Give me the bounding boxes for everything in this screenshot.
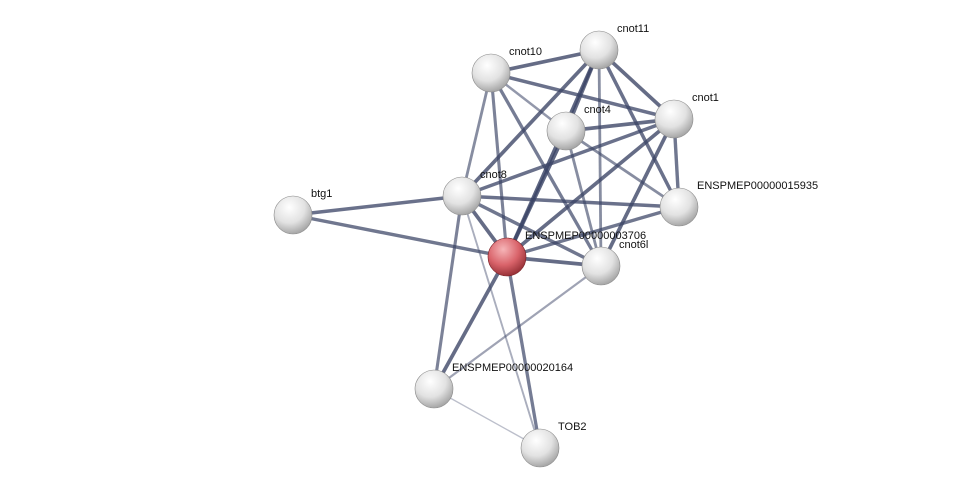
node-label: cnot6l (619, 239, 648, 251)
edge-cnot8-cnot6l[interactable] (461, 194, 602, 268)
node-sphere[interactable] (487, 237, 527, 277)
node-label: btg1 (311, 188, 332, 200)
node-label: ENSPMEP00000015935 (697, 180, 818, 192)
node-label: cnot1 (692, 92, 719, 104)
edge-e3706-tob2[interactable] (505, 256, 542, 449)
edge-cnot1-cnot6l[interactable] (599, 118, 676, 267)
edge-cnot11-cnot8[interactable] (460, 48, 601, 198)
node-label: cnot8 (480, 169, 507, 181)
node-cnot11[interactable]: cnot11 (579, 23, 649, 70)
node-sphere[interactable] (273, 195, 313, 235)
node-cnot10[interactable]: cnot10 (471, 46, 542, 93)
node-tob2[interactable]: TOB2 (520, 421, 587, 468)
edge-cnot8-e15935[interactable] (461, 194, 680, 209)
node-label: ENSPMEP00000003706 (525, 230, 646, 242)
node-cnot8[interactable]: cnot8 (442, 169, 507, 216)
node-e3706[interactable]: ENSPMEP00000003706 (487, 230, 646, 277)
node-label: cnot11 (617, 23, 649, 35)
edge-cnot8-e20164[interactable] (432, 195, 464, 390)
edge-e3706-e15935[interactable] (506, 205, 680, 259)
node-cnot1[interactable]: cnot1 (654, 92, 719, 139)
node-label: cnot4 (584, 104, 611, 116)
edge-cnot10-e3706[interactable] (489, 72, 509, 258)
edge-cnot6l-e20164[interactable] (433, 265, 602, 390)
node-btg1[interactable]: btg1 (273, 188, 332, 235)
edge-cnot8-tob2[interactable] (461, 195, 541, 449)
node-e20164[interactable]: ENSPMEP00000020164 (414, 362, 573, 409)
node-sphere[interactable] (414, 369, 454, 409)
edge-cnot10-cnot1[interactable] (490, 71, 675, 121)
node-sphere[interactable] (581, 246, 621, 286)
node-sphere[interactable] (546, 111, 586, 151)
edge-cnot1-cnot8[interactable] (461, 117, 675, 198)
edge-e20164-tob2[interactable] (433, 388, 541, 449)
node-sphere[interactable] (659, 187, 699, 227)
node-e15935[interactable]: ENSPMEP00000015935 (659, 180, 818, 227)
edge-e3706-e20164[interactable] (432, 256, 509, 390)
node-sphere[interactable] (520, 428, 560, 468)
edge-cnot4-e15935[interactable] (565, 129, 680, 209)
node-cnot4[interactable]: cnot4 (546, 104, 611, 151)
edge-cnot11-e15935[interactable] (597, 49, 681, 208)
node-label: cnot10 (509, 46, 542, 58)
edge-btg1-e3706[interactable] (292, 213, 508, 259)
edge-cnot4-cnot6l[interactable] (564, 130, 603, 267)
node-label: ENSPMEP00000020164 (452, 362, 573, 374)
edge-cnot8-btg1[interactable] (292, 194, 463, 217)
node-sphere[interactable] (654, 99, 694, 139)
edge-cnot10-cnot8[interactable] (460, 72, 493, 197)
node-sphere[interactable] (442, 176, 482, 216)
node-cnot6l[interactable]: cnot6l (581, 239, 648, 286)
node-sphere[interactable] (579, 30, 619, 70)
node-label: TOB2 (558, 421, 587, 433)
edge-cnot4-e3706[interactable] (505, 130, 568, 258)
node-sphere[interactable] (471, 53, 511, 93)
